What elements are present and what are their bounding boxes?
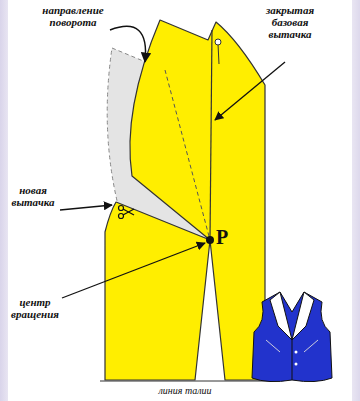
bodice-pattern: [105, 20, 265, 380]
label: центр вращения: [4, 296, 66, 320]
scissors-symbol: [119, 206, 135, 219]
rotation-line: [165, 70, 210, 240]
rotation-centre: [206, 236, 214, 244]
pin-symbol: [215, 39, 221, 64]
label: направление поворота: [28, 4, 118, 28]
label: новая вытачка: [4, 184, 62, 208]
leader-line: [62, 243, 205, 298]
waist-line: [100, 381, 270, 382]
rotation-arrow: [110, 26, 146, 62]
label: P: [216, 226, 236, 248]
leader-line: [215, 62, 285, 120]
vest-illustration: [252, 292, 332, 382]
dart-line: [210, 30, 212, 240]
leader-line: [60, 205, 112, 210]
label: закрытая базовая вытачка: [250, 4, 330, 40]
label: линия талии: [130, 385, 240, 397]
